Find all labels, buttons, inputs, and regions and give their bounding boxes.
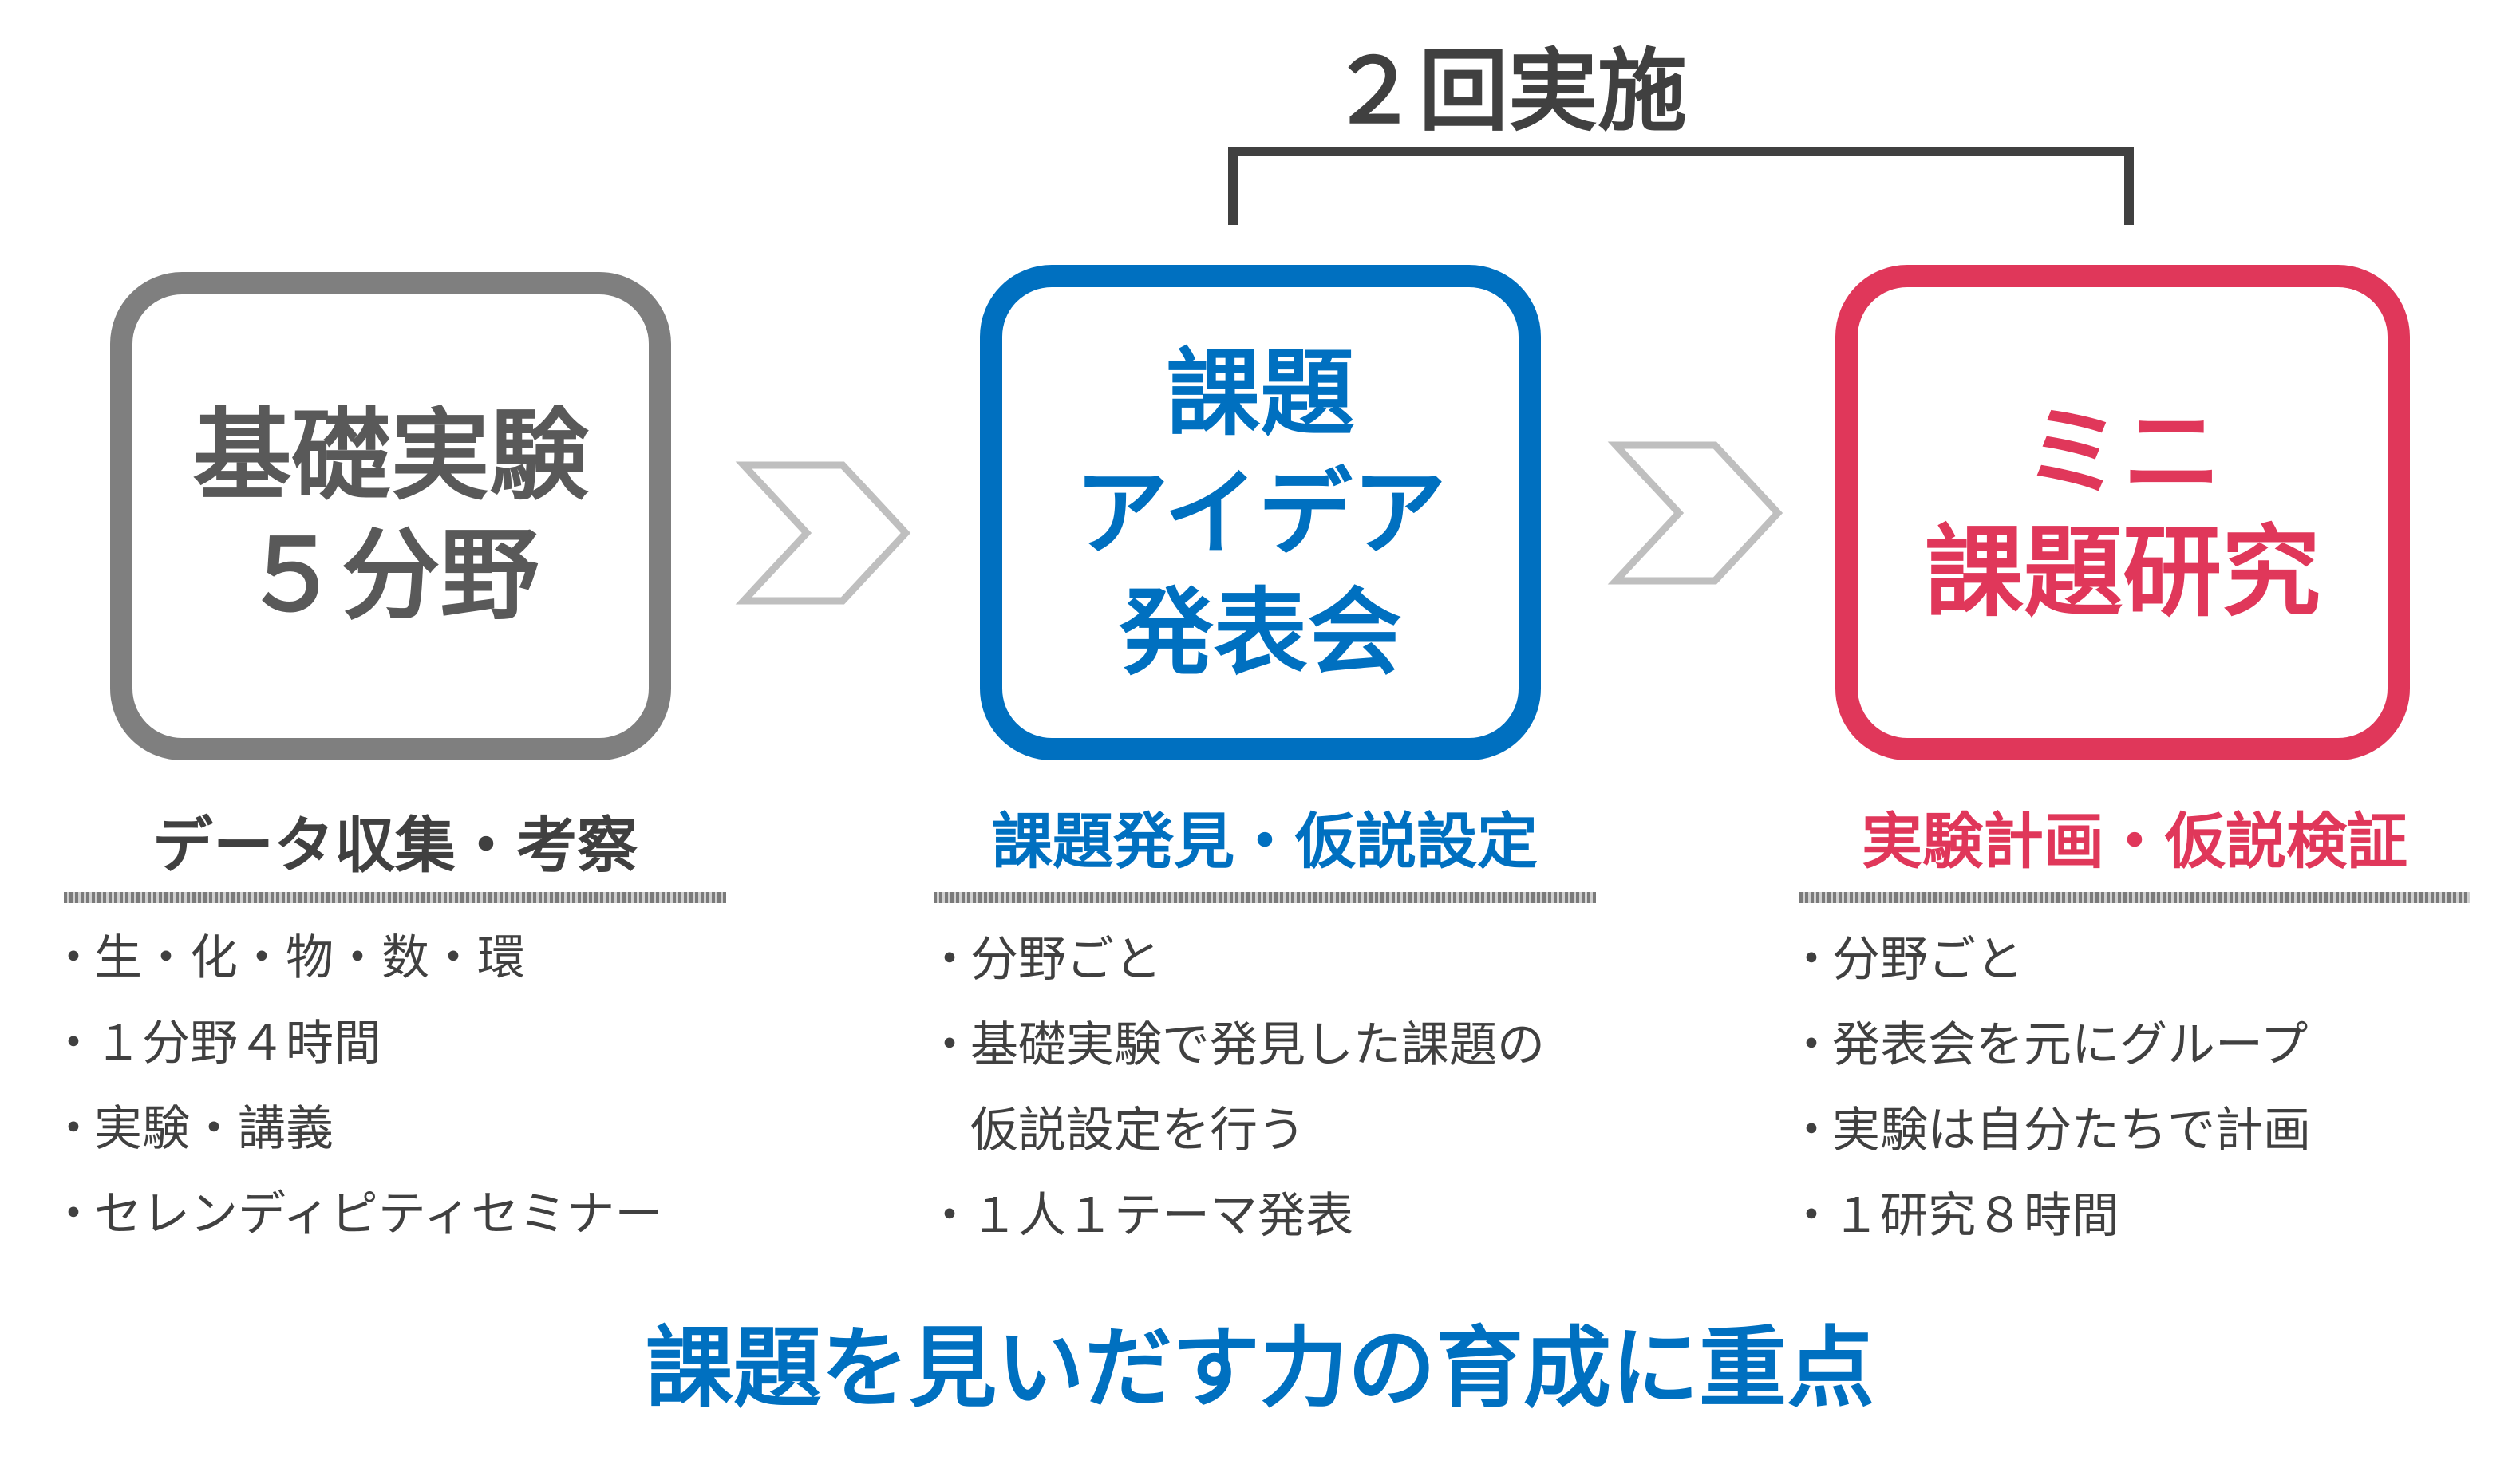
bullet: ・ xyxy=(49,1016,97,1072)
box-title-line: 課題 xyxy=(1166,337,1355,448)
list-item: ・１人１テーマ発表 xyxy=(926,1174,1612,1259)
list-item: ・発表会を元にグループ xyxy=(1787,1003,2490,1088)
bullet: ・ xyxy=(1787,1188,1835,1244)
list-item: ・生・化・物・数・環 xyxy=(49,916,752,1001)
mini-heading: 実験計画・仮説検証 xyxy=(1862,806,2407,877)
box-title-line: アイデア xyxy=(1074,457,1447,568)
box-title-line: 課題研究 xyxy=(1924,515,2321,630)
list-item: ・実験は自分たちで計画 xyxy=(1787,1088,2490,1174)
list-item: ・分野ごと xyxy=(1787,918,2490,1003)
list-item-text: 基礎実験で発見した課題の xyxy=(970,1017,1545,1073)
list-item-text: 分野ごと xyxy=(1832,932,2024,988)
basic-heading: データ収集・考察 xyxy=(152,810,638,881)
divider xyxy=(64,892,726,903)
box-title-line: 発表会 xyxy=(1119,577,1402,688)
chevron-right-icon xyxy=(1607,441,1783,585)
mini-research-box: ミニ 課題研究 xyxy=(1835,265,2410,760)
box-title-line: 基礎実験 xyxy=(192,399,589,514)
bracket xyxy=(1228,147,2134,225)
list-item: ・１研究８時間 xyxy=(1787,1174,2490,1259)
box-title-line: ５分野 xyxy=(242,519,539,633)
bullet: ・ xyxy=(926,932,974,988)
basic-experiment-box: 基礎実験 ５分野 xyxy=(110,272,671,760)
idea-presentation-box: 課題 アイデア 発表会 xyxy=(980,265,1541,760)
list-item: ・実験・講義 xyxy=(49,1087,752,1172)
mini-items: ・分野ごと ・発表会を元にグループ ・実験は自分たちで計画 ・１研究８時間 xyxy=(1787,918,2490,1259)
list-item: ・セレンディピティセミナー xyxy=(49,1172,752,1257)
bullet: ・ xyxy=(926,1188,974,1244)
box-title-line: ミニ xyxy=(2023,395,2222,511)
bullet: ・ xyxy=(1787,1103,1835,1158)
list-item-text: １分野４時間 xyxy=(94,1016,381,1072)
divider xyxy=(934,892,1596,903)
list-item-text: 生・化・物・数・環 xyxy=(94,930,525,986)
idea-heading: 課題発見・仮説設定 xyxy=(992,806,1538,877)
chevron-right-icon xyxy=(735,461,911,605)
list-item-text: 実験・講義 xyxy=(94,1101,334,1157)
list-item-text: 分野ごと xyxy=(970,932,1162,988)
footer-emphasis: 課題を見いだす力の育成に重点 xyxy=(646,1317,1874,1419)
list-item-continuation: 仮説設定を行う xyxy=(926,1088,1612,1174)
repeat-label: ２回実施 xyxy=(1329,40,1687,144)
list-item-text: 実験は自分たちで計画 xyxy=(1832,1103,2311,1158)
bullet: ・ xyxy=(1787,932,1835,988)
list-item-text: 発表会を元にグループ xyxy=(1832,1017,2309,1073)
list-item-text: １研究８時間 xyxy=(1832,1188,2119,1244)
divider xyxy=(1799,892,2470,903)
list-item: ・分野ごと xyxy=(926,918,1612,1003)
list-item-text: セレンディピティセミナー xyxy=(94,1186,663,1242)
idea-items: ・分野ごと ・基礎実験で発見した課題の 仮説設定を行う ・１人１テーマ発表 xyxy=(926,918,1612,1259)
list-item-text: １人１テーマ発表 xyxy=(970,1188,1353,1244)
basic-items: ・生・化・物・数・環 ・１分野４時間 ・実験・講義 ・セレンディピティセミナー xyxy=(49,916,752,1257)
list-item: ・基礎実験で発見した課題の xyxy=(926,1003,1612,1088)
bullet: ・ xyxy=(926,1017,974,1073)
bullet: ・ xyxy=(49,1186,97,1242)
bullet: ・ xyxy=(49,930,97,986)
list-item-text: 仮説設定を行う xyxy=(970,1103,1305,1158)
bullet: ・ xyxy=(49,1101,97,1157)
bullet: ・ xyxy=(1787,1017,1835,1073)
list-item: ・１分野４時間 xyxy=(49,1001,752,1087)
